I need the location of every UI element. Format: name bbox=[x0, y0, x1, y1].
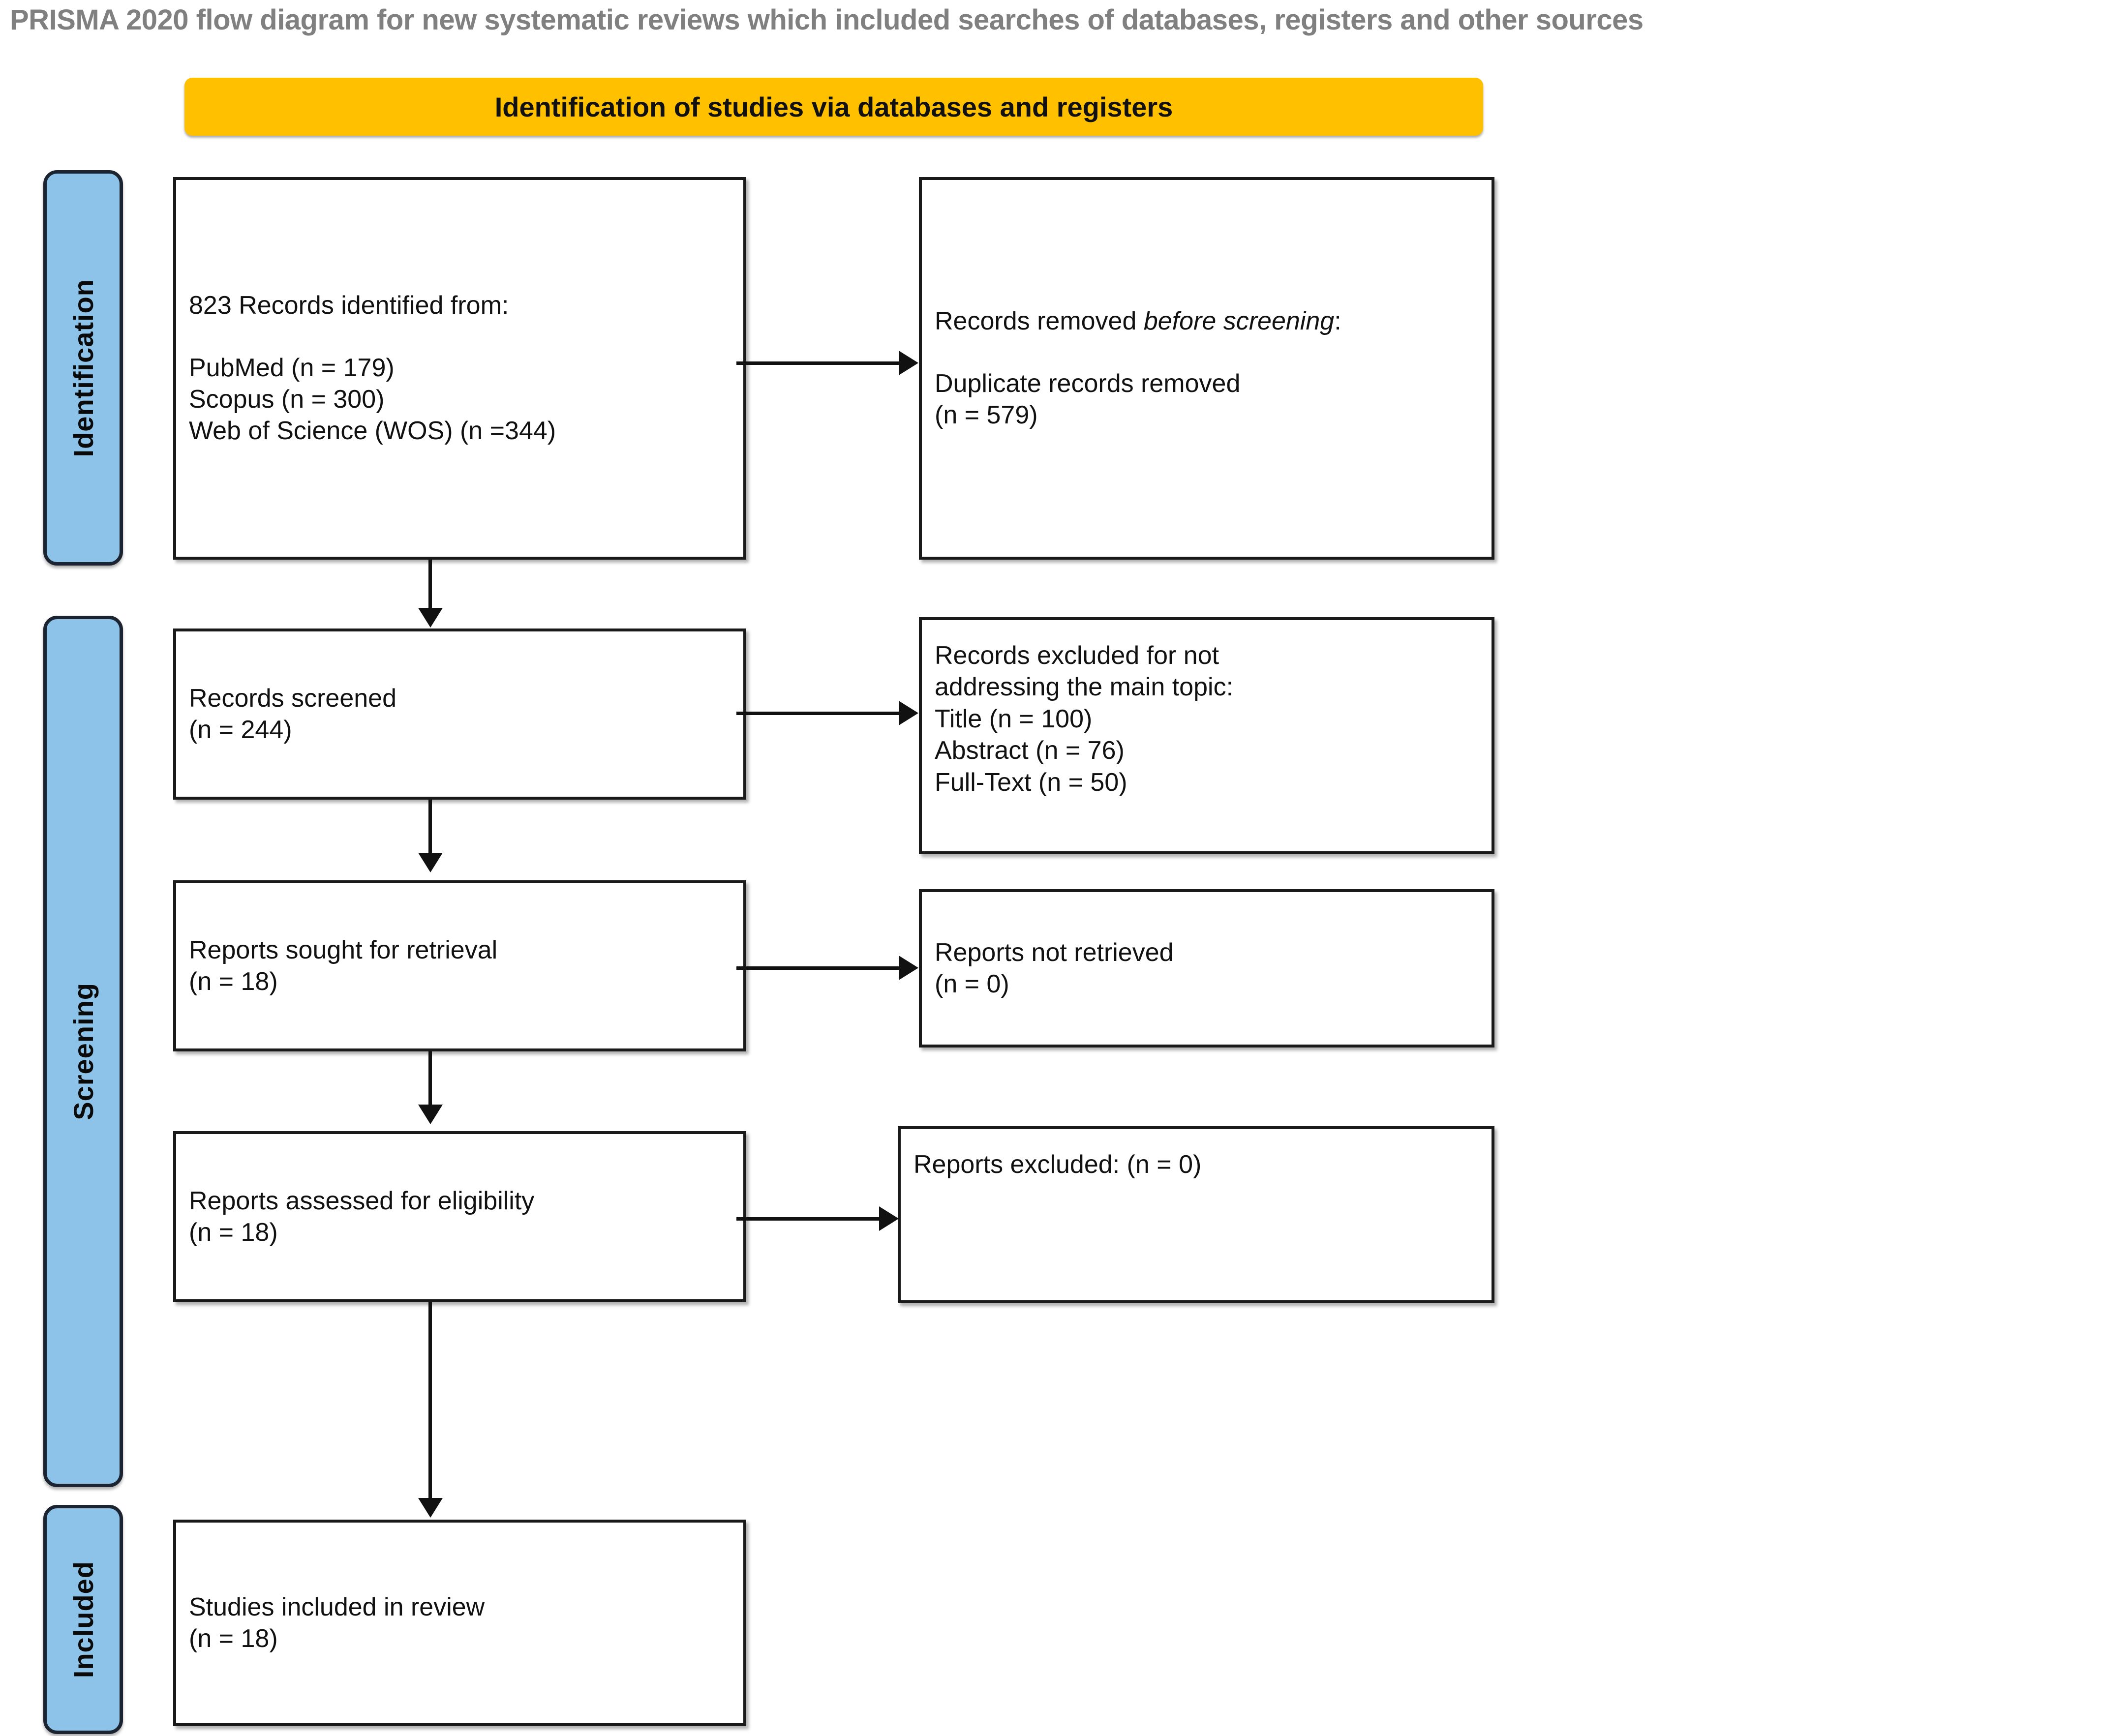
box-reports-assessed: Reports assessed for eligibility (n = 18… bbox=[173, 1131, 746, 1302]
records-screened-label: Records screened bbox=[189, 684, 396, 713]
records-screened-count: (n = 244) bbox=[189, 716, 292, 744]
arrowhead-assessed-to-reports-excluded bbox=[879, 1206, 899, 1231]
studies-included-count: (n = 18) bbox=[189, 1624, 278, 1653]
box-reports-not-retrieved: Reports not retrieved (n = 0) bbox=[919, 889, 1494, 1048]
spacer bbox=[189, 322, 731, 352]
arrowhead-screened-to-sought bbox=[418, 853, 443, 872]
spacer bbox=[935, 337, 1479, 368]
reports-excluded-label: Reports excluded: (n = 0) bbox=[913, 1150, 1202, 1179]
connector-sought-to-assessed bbox=[428, 1051, 432, 1106]
records-excluded-fulltext: Full-Text (n = 50) bbox=[935, 768, 1127, 797]
duplicate-records-removed-label: Duplicate records removed bbox=[935, 369, 1241, 398]
reports-sought-label: Reports sought for retrieval bbox=[189, 935, 498, 964]
duplicate-records-removed-count: (n = 579) bbox=[935, 401, 1038, 430]
stage-bar-included-label: Included bbox=[67, 1560, 99, 1678]
box-records-removed: Records removed before screening: Duplic… bbox=[919, 177, 1494, 560]
connector-assessed-to-reports-excluded bbox=[736, 1217, 879, 1221]
records-excluded-line-1: Records excluded for not bbox=[935, 641, 1219, 670]
records-excluded-line-2: addressing the main topic: bbox=[935, 673, 1234, 702]
arrowhead-identified-to-removed bbox=[899, 351, 918, 375]
stage-bar-screening-label: Screening bbox=[67, 983, 99, 1120]
records-removed-heading: Records removed before screening: bbox=[935, 305, 1479, 337]
connector-identified-to-screened bbox=[428, 560, 432, 609]
connector-screened-to-excluded bbox=[736, 712, 899, 715]
stage-bar-identification: Identification bbox=[43, 170, 123, 566]
connector-sought-to-not-retrieved bbox=[736, 966, 899, 970]
stage-bar-identification-label: Identification bbox=[67, 278, 99, 457]
arrowhead-sought-to-not-retrieved bbox=[899, 956, 918, 980]
box-records-excluded: Records excluded for not addressing the … bbox=[919, 617, 1494, 854]
reports-sought-count: (n = 18) bbox=[189, 967, 278, 996]
arrowhead-sought-to-assessed bbox=[418, 1105, 443, 1124]
records-identified-scopus: Scopus (n = 300) bbox=[189, 385, 385, 414]
reports-not-retrieved-count: (n = 0) bbox=[935, 970, 1009, 998]
identification-banner: Identification of studies via databases … bbox=[184, 78, 1483, 136]
studies-included-label: Studies included in review bbox=[189, 1592, 485, 1621]
identification-banner-label: Identification of studies via databases … bbox=[494, 91, 1173, 122]
records-identified-pubmed: PubMed (n = 179) bbox=[189, 353, 395, 382]
arrowhead-assessed-to-included bbox=[418, 1498, 443, 1518]
records-identified-line-1: 823 Records identified from: bbox=[189, 291, 509, 320]
arrowhead-screened-to-excluded bbox=[899, 701, 918, 725]
records-removed-heading-emphasis: before screening bbox=[1143, 307, 1335, 336]
connector-assessed-to-included bbox=[428, 1302, 432, 1499]
box-records-screened: Records screened (n = 244) bbox=[173, 629, 746, 800]
reports-assessed-count: (n = 18) bbox=[189, 1218, 278, 1247]
stage-bar-included: Included bbox=[43, 1505, 123, 1734]
records-removed-heading-colon: : bbox=[1334, 307, 1341, 336]
records-removed-heading-plain: Records removed bbox=[935, 307, 1144, 336]
box-studies-included: Studies included in review (n = 18) bbox=[173, 1520, 746, 1726]
records-identified-wos: Web of Science (WOS) (n =344) bbox=[189, 417, 556, 446]
reports-not-retrieved-label: Reports not retrieved bbox=[935, 938, 1174, 967]
page-title: PRISMA 2020 flow diagram for new systema… bbox=[10, 4, 1644, 36]
records-excluded-abstract: Abstract (n = 76) bbox=[935, 736, 1125, 765]
connector-identified-to-removed bbox=[736, 361, 899, 365]
stage-bar-screening: Screening bbox=[43, 616, 123, 1487]
arrowhead-identified-to-screened bbox=[418, 608, 443, 628]
box-records-identified: 823 Records identified from: PubMed (n =… bbox=[173, 177, 746, 560]
connector-screened-to-sought bbox=[428, 800, 432, 854]
box-reports-excluded: Reports excluded: (n = 0) bbox=[898, 1126, 1494, 1303]
records-excluded-title: Title (n = 100) bbox=[935, 704, 1093, 733]
reports-assessed-label: Reports assessed for eligibility bbox=[189, 1186, 535, 1215]
box-reports-sought: Reports sought for retrieval (n = 18) bbox=[173, 880, 746, 1051]
